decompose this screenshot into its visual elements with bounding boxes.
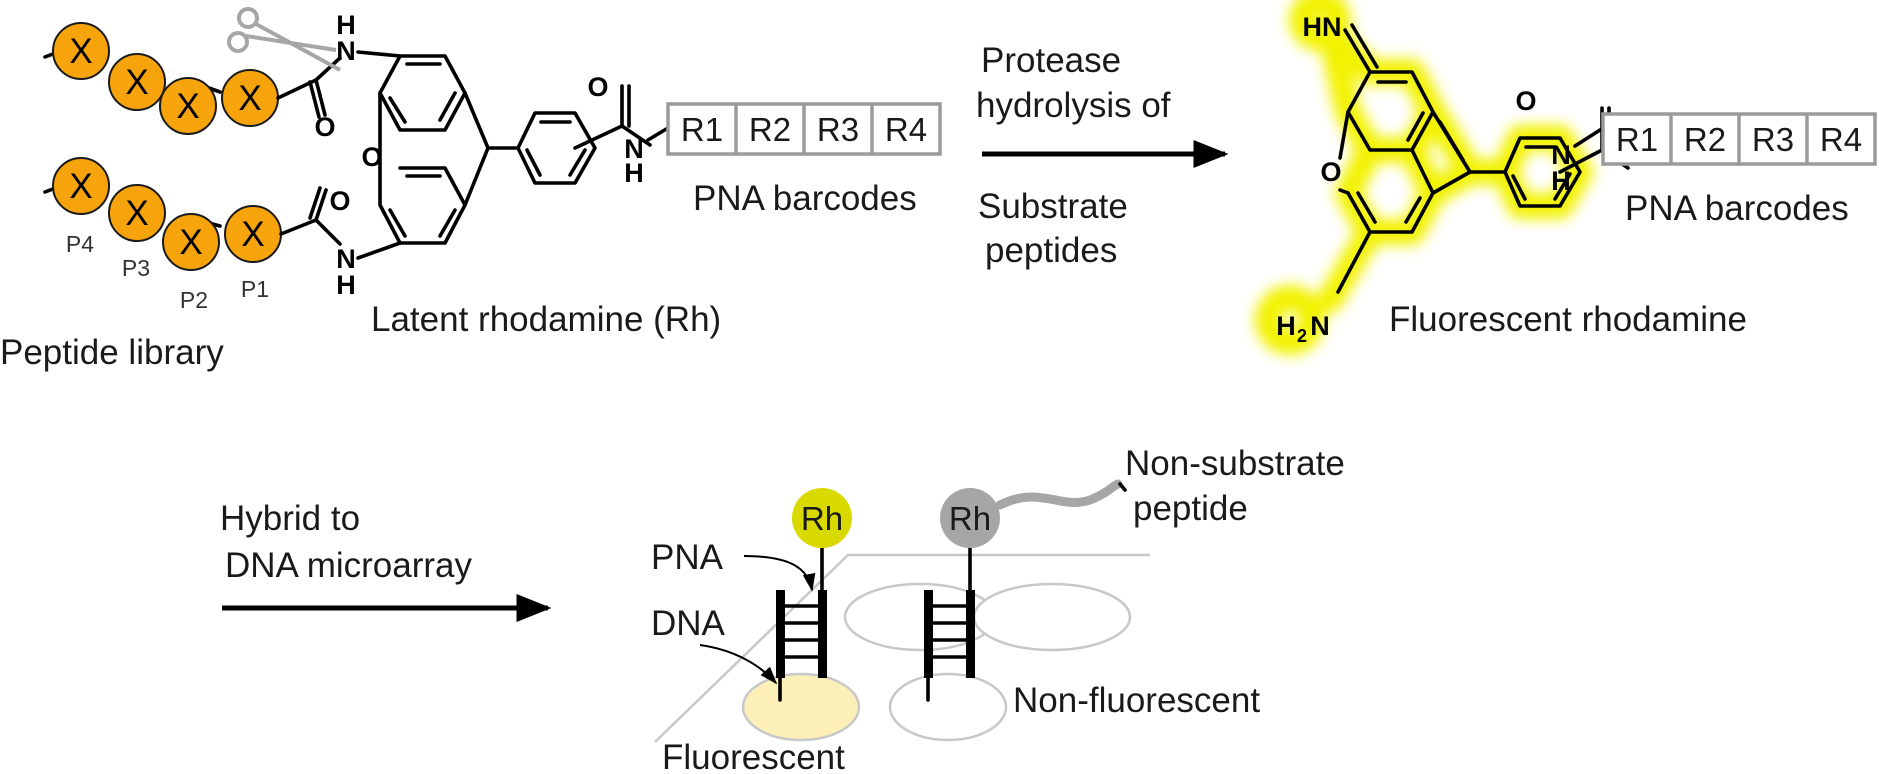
- amide-nitrogen: N: [624, 134, 644, 164]
- barcode-cell-r4: R4: [1820, 121, 1862, 158]
- peptide-chain-top: X X X X O: [43, 7, 342, 142]
- label-dna: DNA: [651, 604, 726, 643]
- position-label-p4: P4: [66, 231, 94, 257]
- scissors-icon: [227, 7, 341, 72]
- barcode-cell-r2: R2: [749, 111, 791, 148]
- amide-nitrogen: N: [1551, 140, 1571, 170]
- residue-x: X: [69, 167, 92, 206]
- barcode-cell-r4: R4: [885, 111, 927, 148]
- pna-barcodes-right: R1 R2 R3 R4 PNA barcodes: [1601, 112, 1877, 228]
- residue-bead: [159, 77, 217, 135]
- amine-hydrogen: H: [1276, 311, 1296, 341]
- amide-oxygen: O: [314, 112, 335, 142]
- arrow-label-line1: Protease: [981, 41, 1121, 80]
- label-non-fluorescent: Non-fluorescent: [1013, 681, 1260, 720]
- rh-label: Rh: [949, 500, 991, 537]
- residue-x: X: [69, 32, 92, 71]
- amine-nitrogen: N: [1310, 311, 1330, 341]
- residue-x: X: [125, 194, 148, 233]
- residue-x: X: [238, 79, 261, 118]
- fluorescent-rhodamine-structure: HN O H 2 N O N H Fluorescent rhodamine: [1255, 0, 1747, 355]
- hybrid-arrow: Hybrid to DNA microarray: [220, 499, 552, 622]
- pna-barcodes-caption: PNA barcodes: [693, 179, 917, 218]
- arrow-label-line2: hydrolysis of: [976, 86, 1171, 125]
- imine-group: HN: [1303, 12, 1342, 42]
- hybrid-label-line2: DNA microarray: [225, 546, 472, 585]
- label-non-substrate-line1: Non-substrate: [1125, 444, 1345, 483]
- residue-x: X: [179, 223, 202, 262]
- amide-oxygen: O: [587, 72, 608, 102]
- reaction-arrow: Protease hydrolysis of Substrate peptide…: [976, 41, 1229, 270]
- amide-hydrogen: H: [1551, 166, 1571, 196]
- residue-bead: [162, 213, 220, 271]
- residue-bead: [108, 53, 166, 111]
- residue-x: X: [241, 215, 264, 254]
- barcode-cell-r1: R1: [1616, 121, 1658, 158]
- pna-barcodes-left: R1 R2 R3 R4 PNA barcodes: [666, 102, 942, 218]
- duplex-fluorescent: Rh: [776, 488, 852, 702]
- barcode-cell-r2: R2: [1684, 121, 1726, 158]
- latent-rhodamine-structure: H N O N H O N H Latent rhodamine (Rh): [336, 10, 721, 339]
- label-fluorescent: Fluorescent: [662, 738, 845, 774]
- arrow-label-line4: peptides: [985, 231, 1117, 270]
- dna-microarray: Rh Rh PNA DNA Fluorescent Non-fluorescen…: [651, 444, 1345, 774]
- peptide-library-caption: Peptide library: [0, 333, 224, 372]
- nh-nitrogen: N: [336, 36, 356, 66]
- barcode-cell-r3: R3: [1752, 121, 1794, 158]
- peptide-library: X X X X O X X X X: [0, 7, 351, 372]
- label-pna: PNA: [651, 538, 724, 577]
- position-label-p1: P1: [241, 276, 269, 302]
- arrow-label-line3: Substrate: [978, 187, 1128, 226]
- array-spot: [972, 582, 1132, 652]
- residue-x: X: [176, 87, 199, 126]
- rh-label: Rh: [801, 500, 843, 537]
- residue-bead: [52, 157, 110, 215]
- hybrid-label-line1: Hybrid to: [220, 499, 360, 538]
- ring-oxygen: O: [361, 142, 382, 172]
- amine-subscript: 2: [1297, 326, 1307, 346]
- amide-oxygen: O: [1515, 86, 1536, 116]
- nh-hydrogen: H: [336, 10, 356, 40]
- peptide-chain-bottom: X X X X O P4 P3 P2 P1: [43, 157, 351, 313]
- amide-oxygen: O: [329, 186, 350, 216]
- array-surface: [654, 553, 1150, 743]
- latent-rhodamine-caption: Latent rhodamine (Rh): [371, 300, 721, 339]
- barcode-cell-r1: R1: [681, 111, 723, 148]
- residue-bead: [108, 184, 166, 242]
- residue-x: X: [125, 63, 148, 102]
- duplex-nonfluorescent: Rh: [924, 479, 1127, 702]
- nh-nitrogen: N: [336, 244, 356, 274]
- array-spot-fluorescent: [741, 672, 861, 742]
- position-label-p3: P3: [122, 255, 150, 281]
- position-label-p2: P2: [180, 287, 208, 313]
- non-substrate-peptide-chain: [995, 479, 1123, 510]
- array-spot-nonfluorescent: [888, 672, 1008, 742]
- rhodamine-fluorescent: [792, 488, 852, 548]
- rhodamine-nonfluorescent: [940, 488, 1000, 548]
- residue-bead: [52, 22, 110, 80]
- pna-barcodes-caption: PNA barcodes: [1625, 189, 1849, 228]
- ring-oxygen: O: [1320, 157, 1341, 187]
- barcode-cell-r3: R3: [817, 111, 859, 148]
- nh-hydrogen: H: [336, 270, 356, 300]
- label-non-substrate-line2: peptide: [1133, 489, 1248, 528]
- fluorescent-rhodamine-caption: Fluorescent rhodamine: [1389, 300, 1747, 339]
- amide-hydrogen: H: [624, 158, 644, 188]
